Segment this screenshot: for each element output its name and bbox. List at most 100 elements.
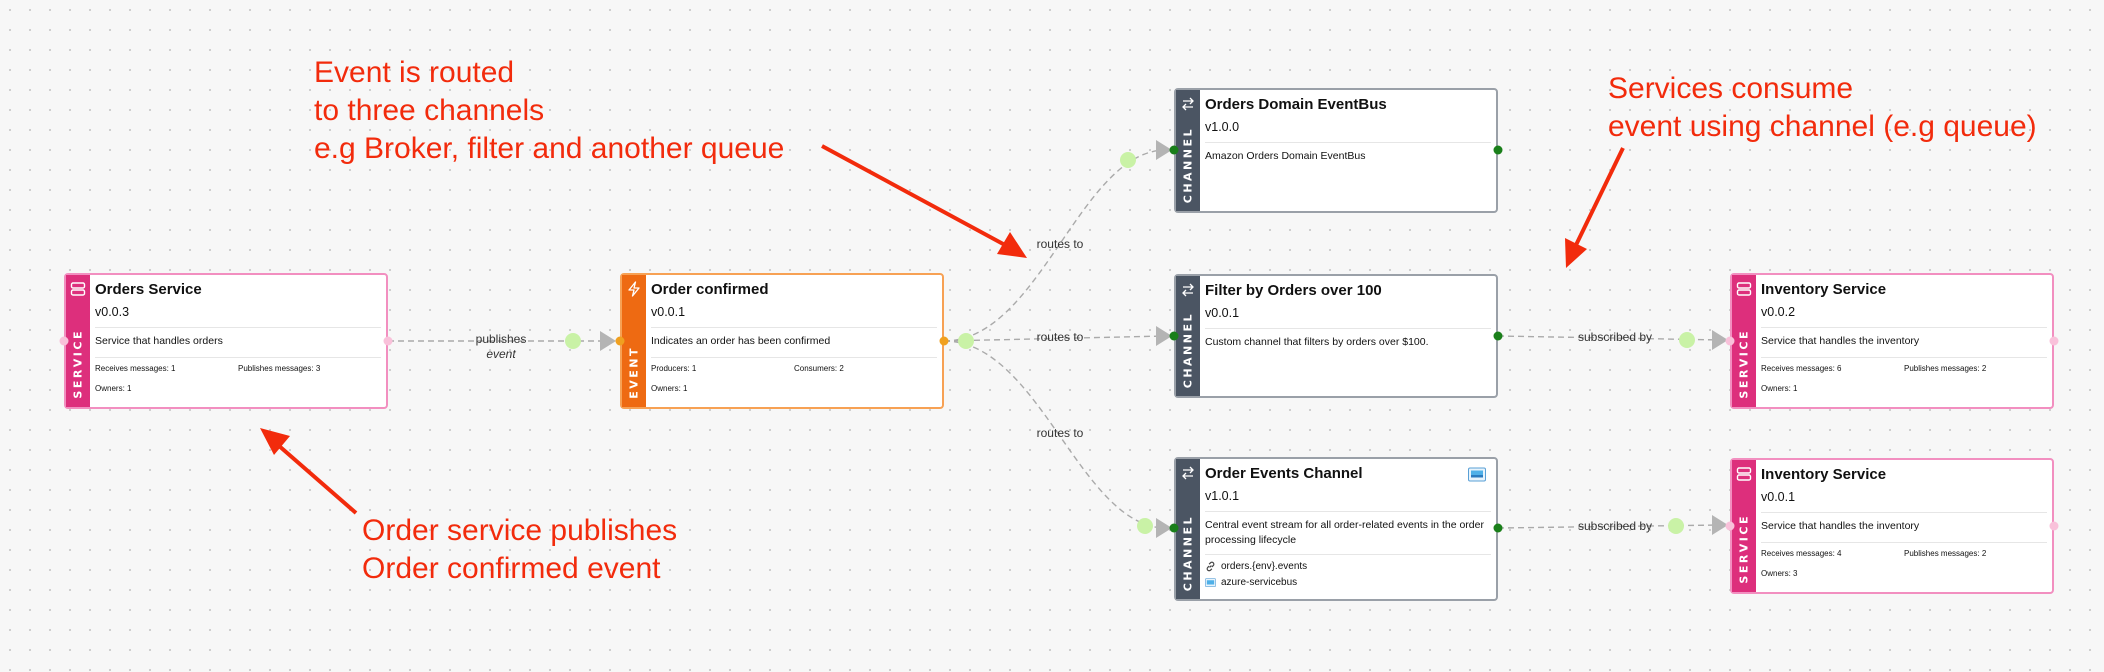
annotation-consume: Services consume event using channel (e.… [1608,70,2037,146]
node-title: Inventory Service [1761,281,1887,298]
node-title: Orders Domain EventBus [1205,96,1387,113]
edge-label-subscribed-2: subscribed by [1577,519,1653,533]
owners-count: Owners: 1 [651,384,688,393]
node-version: v0.0.1 [1205,306,1491,329]
node-order-events-channel[interactable]: CHANNEL Order Events Channel v1.0.1 Cent… [1174,457,1498,601]
annotation-line: e.g Broker, filter and another queue [314,132,785,165]
arrows-exchange-icon [1179,464,1197,482]
node-description: Custom channel that filters by orders ov… [1205,336,1429,348]
node-version: v0.0.1 [1761,490,2047,513]
edge-routes-to-order-events[interactable] [943,340,1167,529]
publishes-count: Publishes messages: 2 [1904,549,1987,558]
edge-label-subscribed-1: subscribed by [1577,330,1653,344]
node-version: v0.0.1 [651,305,937,328]
owners-count: Owners: 3 [1761,569,1798,578]
annotation-arrow [821,144,1006,247]
lightning-icon [625,280,643,298]
edge-dot [1120,152,1136,168]
edge-dot [1137,518,1153,534]
edge-dot [565,333,581,349]
edge-label-subtext: event [486,347,516,361]
service-strip: SERVICE [1732,275,1756,407]
edge-subscribed-inventory-2[interactable] [1497,524,1723,529]
node-title: Order confirmed [651,281,769,298]
channel-strip: CHANNEL [1176,276,1200,396]
node-inventory-service-1[interactable]: SERVICE Inventory Service v0.0.2 Service… [1730,273,2054,409]
arrows-exchange-icon [1179,95,1197,113]
node-description: Service that handles the inventory [1761,520,1920,532]
node-description: Indicates an order has been confirmed [651,335,831,347]
node-orders-service[interactable]: SERVICE Orders Service v0.0.3 Service th… [64,273,388,409]
edge-dot [1668,518,1684,534]
publishes-count: Publishes messages: 2 [1904,364,1987,373]
annotation-publishes: Order service publishes Order confirmed … [362,512,677,588]
node-title: Inventory Service [1761,466,1887,483]
node-version: v0.0.2 [1761,305,2047,328]
receives-count: Receives messages: 4 [1761,549,1842,558]
node-description: Amazon Orders Domain EventBus [1205,150,1366,162]
address-row: orders.{env}.events [1205,561,1491,572]
annotation-arrow-head [260,428,290,455]
protocol-row: azure-servicebus [1205,577,1491,588]
server-icon [1735,465,1753,483]
node-orders-domain-eventbus[interactable]: CHANNEL Orders Domain EventBus v1.0.0 Am… [1174,88,1498,213]
annotation-line: event using channel (e.g queue) [1608,110,2037,143]
arrowhead [1156,518,1172,538]
node-order-confirmed[interactable]: EVENT Order confirmed v0.0.1 Indicates a… [620,273,944,409]
annotation-routed: Event is routed to three channels e.g Br… [314,54,784,168]
arrowhead [1712,330,1728,350]
node-version: v1.0.0 [1205,120,1491,143]
node-inventory-service-2[interactable]: SERVICE Inventory Service v0.0.1 Service… [1730,458,2054,594]
azure-servicebus-small-icon [1205,577,1216,587]
annotation-arrow-head [1565,238,1587,268]
consumers-count: Consumers: 2 [794,364,844,373]
node-type-label: CHANNEL [1181,126,1195,203]
node-description: Central event stream for all order-relat… [1205,519,1484,546]
channel-strip: CHANNEL [1176,459,1200,599]
annotation-arrow [276,443,358,515]
service-strip: SERVICE [1732,460,1756,592]
node-version: v1.0.1 [1205,489,1491,512]
edge-dot [1679,332,1695,348]
annotation-arrow-head [997,232,1027,258]
channel-address: orders.{env}.events [1221,561,1308,572]
azure-servicebus-icon [1468,467,1486,488]
annotation-line: Services consume [1608,72,1854,105]
edge-routes-to-filter[interactable] [943,335,1167,342]
edge-label-publishes: publishes event [466,332,536,362]
service-strip: SERVICE [66,275,90,407]
node-filter-orders[interactable]: CHANNEL Filter by Orders over 100 v0.0.1… [1174,274,1498,398]
link-icon [1206,561,1215,572]
owners-count: Owners: 1 [1761,384,1798,393]
producers-count: Producers: 1 [651,364,697,373]
annotation-line: to three channels [314,94,545,127]
node-version: v0.0.3 [95,305,381,328]
node-description: Service that handles orders [95,335,223,347]
annotation-line: Event is routed [314,56,515,89]
annotation-line: Order confirmed event [362,552,661,585]
publishes-count: Publishes messages: 3 [238,364,321,373]
receives-count: Receives messages: 1 [95,364,176,373]
node-type-label: EVENT [627,346,641,399]
edge-label-text: publishes [475,332,527,346]
server-icon [1735,280,1753,298]
arrowhead [1156,140,1172,160]
edge-label-routes-to-3: routes to [1036,426,1084,440]
node-type-label: SERVICE [1737,514,1751,584]
channel-protocol: azure-servicebus [1221,577,1298,588]
server-icon [69,280,87,298]
edge-dot [958,333,974,349]
owners-count: Owners: 1 [95,384,132,393]
node-title: Orders Service [95,281,202,298]
annotation-line: Order service publishes [362,514,678,547]
arrowhead [600,331,616,351]
event-strip: EVENT [622,275,646,407]
arrows-exchange-icon [1179,281,1197,299]
receives-count: Receives messages: 6 [1761,364,1842,373]
edge-subscribed-inventory-1[interactable] [1497,335,1723,341]
node-type-label: SERVICE [71,329,85,399]
node-type-label: CHANNEL [1181,514,1195,591]
node-title: Filter by Orders over 100 [1205,282,1382,299]
node-description: Service that handles the inventory [1761,335,1920,347]
